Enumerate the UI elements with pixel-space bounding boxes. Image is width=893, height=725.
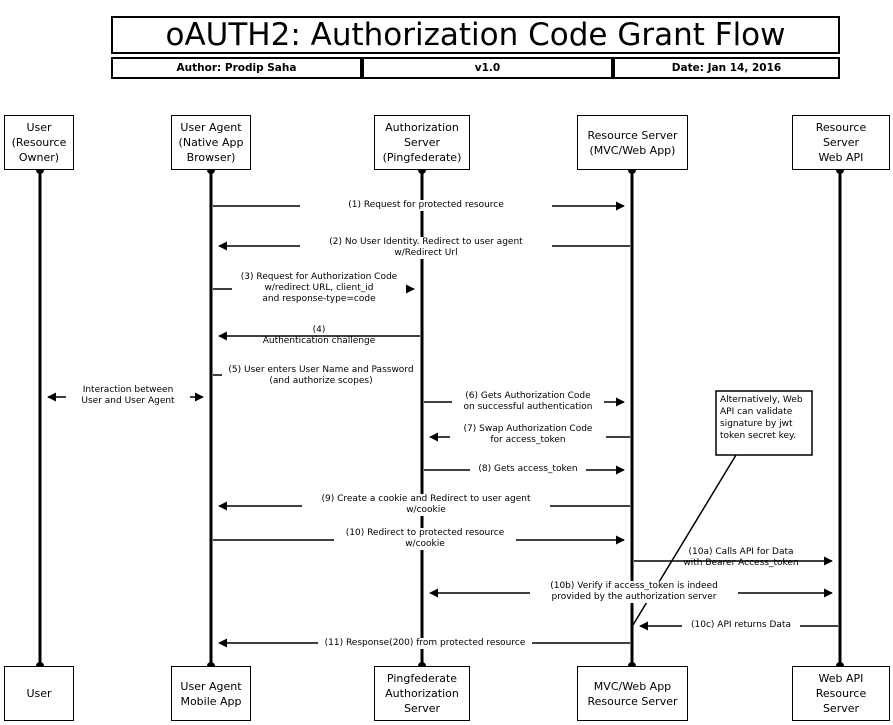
msg-label-interaction: Interaction between User and User Agent [66, 385, 190, 407]
date-label: Date: Jan 14, 2016 [671, 62, 782, 74]
diagram-title-box: oAUTH2: Authorization Code Grant Flow [111, 16, 840, 54]
version-label: v1.0 [474, 62, 501, 74]
msg-label-6: (6) Gets Authorization Code on successfu… [452, 391, 604, 413]
actor-user-agent-top: User Agent (Native App Browser) [171, 115, 251, 170]
actor-auth-server-bottom-label: Pingfederate Authorization Server [385, 672, 459, 715]
msg-label-5: (5) User enters User Name and Password (… [222, 365, 420, 387]
actor-user-top-label: User (Resource Owner) [11, 121, 67, 164]
actor-auth-server-top-label: Authorization Server (Pingfederate) [382, 121, 462, 164]
author-label: Author: Prodip Saha [176, 62, 297, 74]
msg-label-4: (4) Authentication challenge [262, 325, 376, 346]
date-cell: Date: Jan 14, 2016 [613, 57, 840, 79]
actor-web-api-top: Resource Server Web API [792, 115, 890, 170]
msg-label-2: (2) No User Identity. Redirect to user a… [300, 237, 552, 259]
note-text: Alternatively, Web API can validate sign… [720, 395, 803, 441]
actor-web-api-bottom: Web API Resource Server [792, 666, 890, 721]
actor-user-agent-top-label: User Agent (Native App Browser) [178, 121, 244, 164]
msg-label-10c: (10c) API returns Data [682, 620, 800, 631]
actor-user-agent-bottom-label: User Agent Mobile App [180, 679, 242, 708]
actor-user-bottom: User [4, 666, 74, 721]
actor-web-api-top-label: Resource Server Web API [815, 121, 867, 164]
msg-label-8: (8) Gets access_token [470, 464, 586, 475]
msg-label-10a: (10a) Calls API for Data with Bearer Acc… [683, 547, 799, 568]
actor-user-bottom-label: User [26, 687, 52, 700]
msg-label-11: (11) Response(200) from protected resour… [318, 638, 532, 649]
actor-user-top: User (Resource Owner) [4, 115, 74, 170]
actor-resource-server-bottom: MVC/Web App Resource Server [577, 666, 688, 721]
msg-label-10b: (10b) Verify if access_token is indeed p… [530, 581, 738, 603]
diagram-title: oAUTH2: Authorization Code Grant Flow [165, 16, 786, 53]
actor-user-agent-bottom: User Agent Mobile App [171, 666, 251, 721]
msg-label-10: (10) Redirect to protected resource w/co… [334, 528, 516, 550]
author-cell: Author: Prodip Saha [111, 57, 362, 79]
msg-label-3: (3) Request for Authorization Code w/red… [232, 272, 406, 305]
actor-resource-server-top: Resource Server (MVC/Web App) [577, 115, 688, 170]
actor-auth-server-top: Authorization Server (Pingfederate) [374, 115, 470, 170]
msg-label-1: (1) Request for protected resource [300, 200, 552, 211]
actor-auth-server-bottom: Pingfederate Authorization Server [374, 666, 470, 721]
actor-resource-server-bottom-label: MVC/Web App Resource Server [587, 679, 678, 708]
note-box [715, 390, 813, 456]
actor-web-api-bottom-label: Web API Resource Server [815, 672, 867, 715]
msg-label-7: (7) Swap Authorization Code for access_t… [450, 424, 606, 446]
actor-resource-server-top-label: Resource Server (MVC/Web App) [587, 128, 678, 157]
msg-label-9: (9) Create a cookie and Redirect to user… [302, 494, 550, 516]
version-cell: v1.0 [362, 57, 613, 79]
